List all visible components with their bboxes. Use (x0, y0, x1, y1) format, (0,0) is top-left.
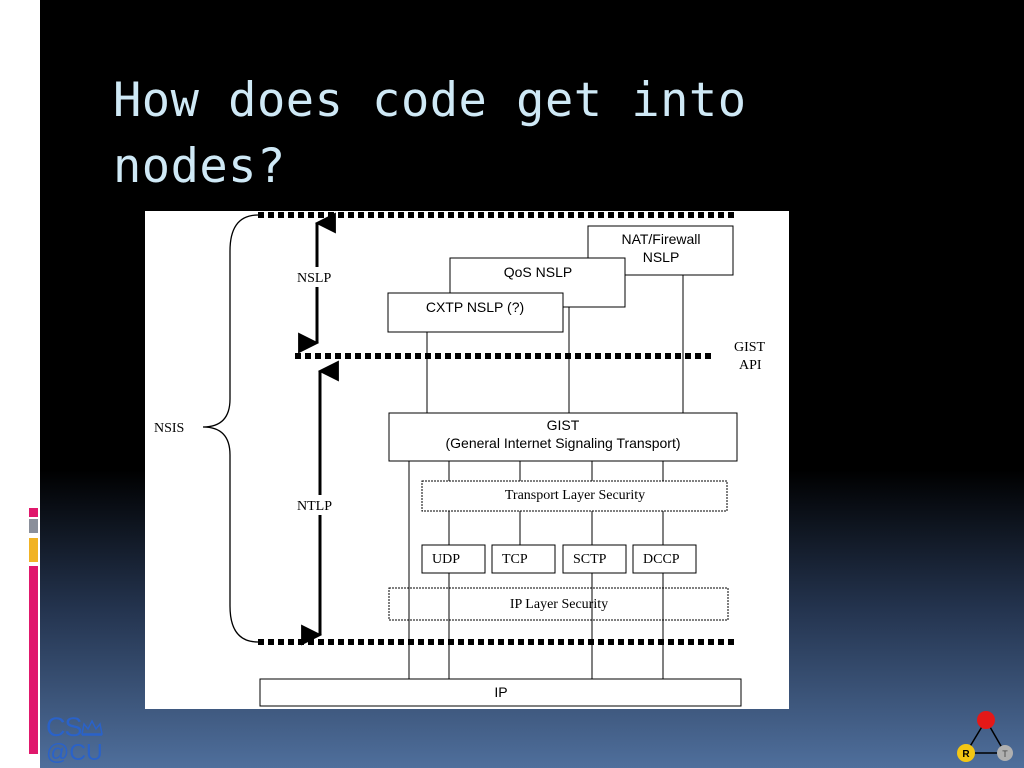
accent-bar-magenta-long (29, 566, 38, 754)
nsis-protocol-diagram: NSLP NTLP NSIS GIST API NAT/Firewall NSL… (145, 211, 789, 709)
tls-box (421, 480, 728, 512)
page-title: How does code get into nodes? (113, 73, 747, 194)
gist-api-label-line2: API (739, 358, 762, 373)
nav-red-dot (977, 711, 995, 729)
gist-label-line2: (General Internet Signaling Transport) (445, 435, 680, 451)
nsis-label: NSIS (154, 421, 184, 436)
gist-label-line1: GIST (547, 417, 580, 433)
nslp-label-bg (295, 267, 339, 287)
gist-api-label-line1: GIST (734, 340, 766, 355)
sctp-box (562, 544, 627, 574)
cxtp-nslp-label: CXTP NSLP (?) (426, 299, 524, 315)
dccp-box (632, 544, 697, 574)
ntlp-label: NTLP (297, 499, 332, 514)
natfw-nslp-line1: NAT/Firewall (621, 231, 700, 247)
tcp-box (491, 544, 556, 574)
cs-at-cu-logo-cs: CS (46, 712, 83, 742)
nav-t-dot (997, 745, 1013, 761)
nslp-label: NSLP (297, 271, 331, 286)
qos-nslp-label: QoS NSLP (504, 264, 572, 280)
crown-icon (81, 719, 103, 736)
udp-box (421, 544, 486, 574)
accent-bar-gray (29, 519, 38, 533)
accent-bar-yellow (29, 538, 38, 562)
natfw-nslp-line2: NSLP (643, 249, 680, 265)
tls-label: Transport Layer Security (505, 488, 645, 503)
cs-at-cu-logo-cu: @CU (46, 739, 103, 765)
cxtp-nslp-box (387, 292, 564, 333)
sctp-label: SCTP (573, 552, 607, 567)
ip-box (259, 678, 742, 707)
ip-layer-security-box (388, 587, 729, 621)
ip-label: IP (494, 684, 507, 700)
ip-layer-security-label: IP Layer Security (510, 597, 608, 612)
gist-box (388, 412, 738, 462)
nav-r-label: R (962, 749, 970, 760)
accent-bar-magenta-top (29, 508, 38, 517)
triangle-nav-logo: R T (957, 711, 1013, 762)
nav-t-label: T (1002, 749, 1008, 759)
udp-label: UDP (432, 552, 460, 567)
tcp-label: TCP (502, 552, 528, 567)
ntlp-label-bg (295, 495, 339, 515)
dccp-label: DCCP (643, 552, 680, 567)
nsis-brace (202, 214, 259, 643)
nav-r-dot (957, 744, 975, 762)
